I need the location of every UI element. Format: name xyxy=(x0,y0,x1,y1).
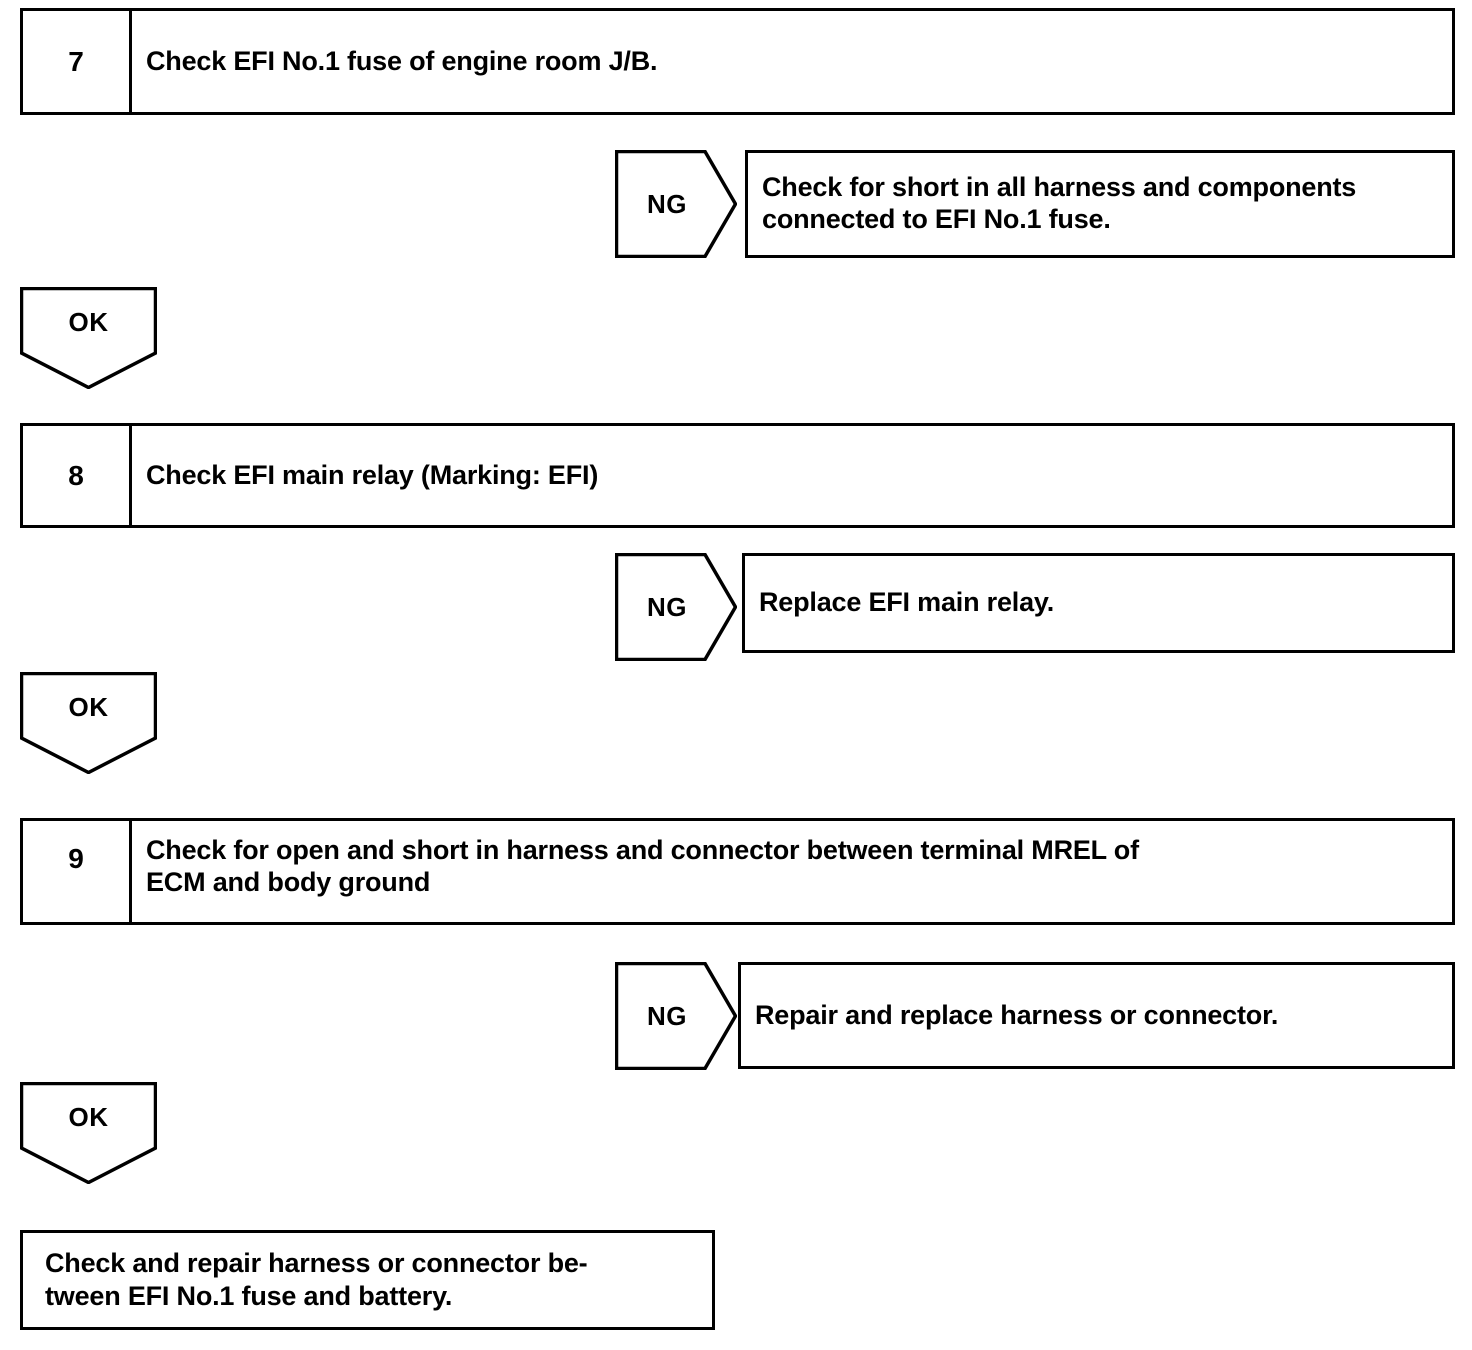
ok-label-2: OK xyxy=(68,691,109,722)
ok-arrow-2: OK xyxy=(20,672,157,774)
ok-arrow-shape-icon xyxy=(20,287,157,389)
final-text-line2: tween EFI No.1 fuse and battery. xyxy=(45,1281,453,1311)
step-number-7: 7 xyxy=(23,11,132,112)
ng-arrow-shape-icon xyxy=(615,962,737,1070)
step-text-9-line2: ECM and body ground xyxy=(146,866,431,897)
ng-result-1-line1: Check for short in all harness and compo… xyxy=(762,172,1357,203)
ng-result-box-1: Check for short in all harness and compo… xyxy=(745,150,1455,258)
ok-arrow-1: OK xyxy=(20,287,157,389)
step-number-9-value: 9 xyxy=(68,843,84,874)
ng-arrow-2: NG xyxy=(615,553,737,661)
ng-result-box-3: Repair and replace harness or connector. xyxy=(738,962,1455,1069)
ok-arrow-3: OK xyxy=(20,1082,157,1184)
step-text-7-line1: Check EFI No.1 fuse of engine room J/B. xyxy=(146,45,658,76)
ng-label-2: NG xyxy=(647,591,687,622)
ng-result-2-line1: Replace EFI main relay. xyxy=(759,587,1055,618)
ok-arrow-shape-icon xyxy=(20,1082,157,1184)
step-box-9: 9 Check for open and short in harness an… xyxy=(20,818,1455,925)
ng-label-3: NG xyxy=(647,1000,687,1031)
ng-arrow-shape-icon xyxy=(615,150,737,258)
step-number-8: 8 xyxy=(23,426,132,525)
ng-result-3-line1: Repair and replace harness or connector. xyxy=(755,999,1279,1030)
step-text-8-line1: Check EFI main relay (Marking: EFI) xyxy=(146,459,599,490)
step-text-9: Check for open and short in harness and … xyxy=(132,821,1452,922)
step-text-9-line1: Check for open and short in harness and … xyxy=(146,835,1139,865)
ok-label-3: OK xyxy=(68,1101,109,1132)
step-number-9: 9 xyxy=(23,821,132,922)
ng-arrow-1: NG xyxy=(615,150,737,258)
ng-result-1-line2: connected to EFI No.1 fuse. xyxy=(762,204,1111,234)
step-text-8: Check EFI main relay (Marking: EFI) xyxy=(132,426,1452,525)
ok-arrow-shape-icon xyxy=(20,672,157,774)
final-action-box: Check and repair harness or connector be… xyxy=(20,1230,715,1330)
final-text-line1: Check and repair harness or connector be… xyxy=(45,1248,588,1279)
ok-label-1: OK xyxy=(68,306,109,337)
step-box-8: 8 Check EFI main relay (Marking: EFI) xyxy=(20,423,1455,528)
ng-label-1: NG xyxy=(647,188,687,219)
step-box-7: 7 Check EFI No.1 fuse of engine room J/B… xyxy=(20,8,1455,115)
step-text-7: Check EFI No.1 fuse of engine room J/B. xyxy=(132,11,1452,112)
ng-result-box-2: Replace EFI main relay. xyxy=(742,553,1455,653)
ng-arrow-shape-icon xyxy=(615,553,737,661)
ng-arrow-3: NG xyxy=(615,962,737,1070)
